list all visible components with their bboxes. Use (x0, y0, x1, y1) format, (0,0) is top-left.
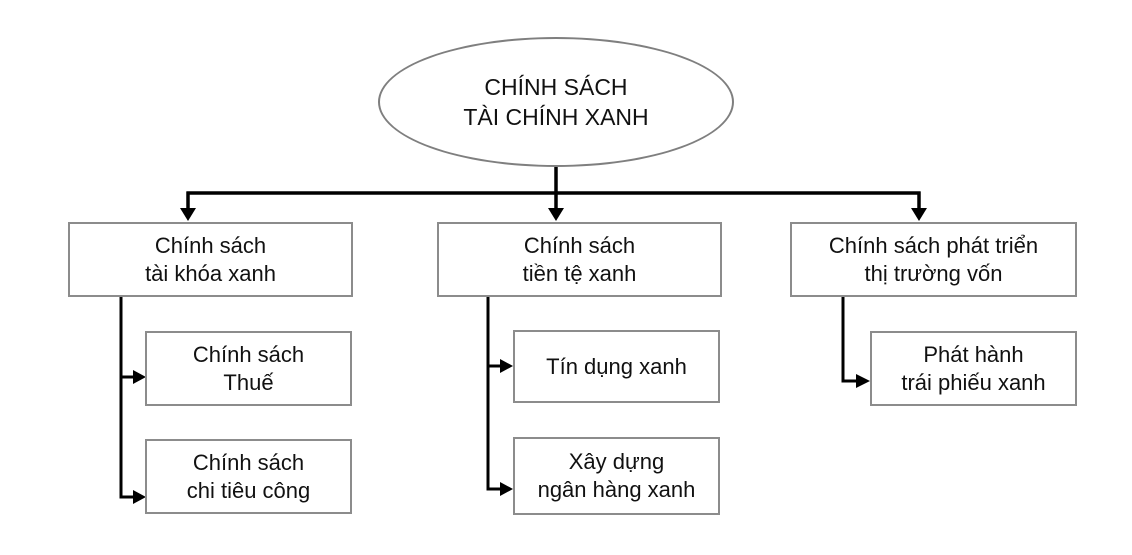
arrow-down-center-icon (548, 208, 564, 221)
arrow-right-banking-icon (500, 482, 513, 496)
leaf-spending-label: Chính sách chi tiêu công (186, 449, 311, 503)
capital-children-connector (841, 296, 858, 383)
fiscal-children-connector (119, 296, 135, 499)
leaf-credit-label: Tín dụng xanh (546, 353, 687, 379)
monetary-children-connector (486, 296, 502, 491)
branch-node-capital-market-policy: Chính sách phát triển thị trường vốn (790, 222, 1077, 297)
leaf-bonds-label: Phát hành trái phiếu xanh (901, 341, 1046, 395)
leaf-node-tax-policy: Chính sách Thuế (145, 331, 352, 406)
arrow-right-tax-icon (133, 370, 146, 384)
arrow-down-right-icon (911, 208, 927, 221)
leaf-node-green-banking: Xây dựng ngân hàng xanh (513, 437, 720, 515)
branch-fiscal-label: Chính sách tài khóa xanh (145, 232, 276, 286)
leaf-banking-label: Xây dựng ngân hàng xanh (537, 449, 696, 502)
leaf-node-public-spending-policy: Chính sách chi tiêu công (145, 439, 352, 514)
leaf-node-green-bonds: Phát hành trái phiếu xanh (870, 331, 1077, 406)
branch-monetary-label: Chính sách tiền tệ xanh (522, 232, 637, 286)
arrow-down-left-icon (180, 208, 196, 221)
branch-node-monetary-policy: Chính sách tiền tệ xanh (437, 222, 722, 297)
branch-capital-label: Chính sách phát triển thị trường vốn (828, 232, 1039, 286)
leaf-tax-label: Chính sách Thuế (192, 341, 305, 395)
arrow-right-credit-icon (500, 359, 513, 373)
arrow-right-spending-icon (133, 490, 146, 504)
root-node-label: CHÍNH SÁCH TÀI CHÍNH XANH (463, 74, 649, 130)
root-node-green-finance-policy: CHÍNH SÁCH TÀI CHÍNH XANH (378, 37, 734, 167)
arrow-right-bonds-icon (856, 374, 870, 388)
leaf-node-green-credit: Tín dụng xanh (513, 330, 720, 403)
trunk-connector (186, 167, 921, 210)
branch-node-fiscal-policy: Chính sách tài khóa xanh (68, 222, 353, 297)
